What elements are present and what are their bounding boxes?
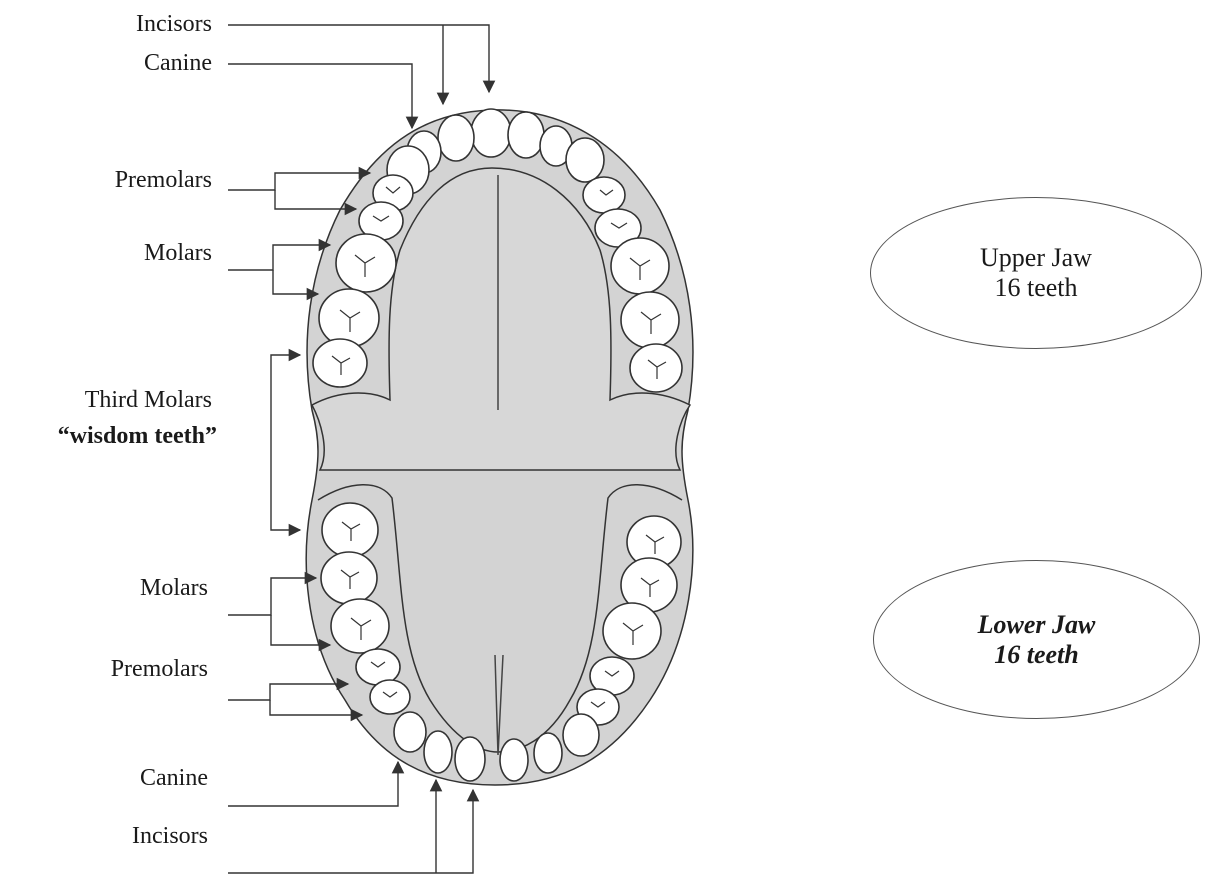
tooth — [500, 739, 528, 781]
tooth — [583, 177, 625, 213]
tooth — [424, 731, 452, 773]
upper-jaw-title: Upper Jaw — [980, 243, 1092, 273]
tooth — [508, 112, 544, 158]
tooth — [331, 599, 389, 653]
tooth — [394, 712, 426, 752]
tooth — [566, 138, 604, 182]
label-upper-premolars: Premolars — [40, 166, 212, 194]
tooth — [438, 115, 474, 161]
lower-jaw-title: Lower Jaw — [978, 610, 1096, 640]
tooth — [534, 733, 562, 773]
lower-jaw-oval: Lower Jaw 16 teeth — [873, 560, 1200, 719]
upper-jaw-count: 16 teeth — [994, 273, 1077, 303]
tooth — [471, 109, 511, 157]
tooth — [321, 552, 377, 604]
label-lower-incisors: Incisors — [60, 822, 208, 850]
tooth — [563, 714, 599, 756]
tooth — [322, 503, 378, 557]
label-lower-molars: Molars — [60, 574, 208, 602]
label-third-molars: Third Molars — [20, 386, 212, 414]
tooth — [455, 737, 485, 781]
label-lower-premolars: Premolars — [40, 655, 208, 683]
tooth — [630, 344, 682, 392]
upper-jaw-oval: Upper Jaw 16 teeth — [870, 197, 1202, 349]
tooth — [319, 289, 379, 347]
tooth — [313, 339, 367, 387]
label-lower-canine: Canine — [60, 764, 208, 792]
label-wisdom-teeth: “wisdom teeth” — [0, 422, 217, 450]
lower-jaw-count: 16 teeth — [994, 640, 1079, 670]
tooth — [603, 603, 661, 659]
label-upper-canine: Canine — [60, 49, 212, 77]
label-upper-molars: Molars — [60, 239, 212, 267]
tooth — [621, 292, 679, 348]
label-upper-incisors: Incisors — [60, 10, 212, 38]
